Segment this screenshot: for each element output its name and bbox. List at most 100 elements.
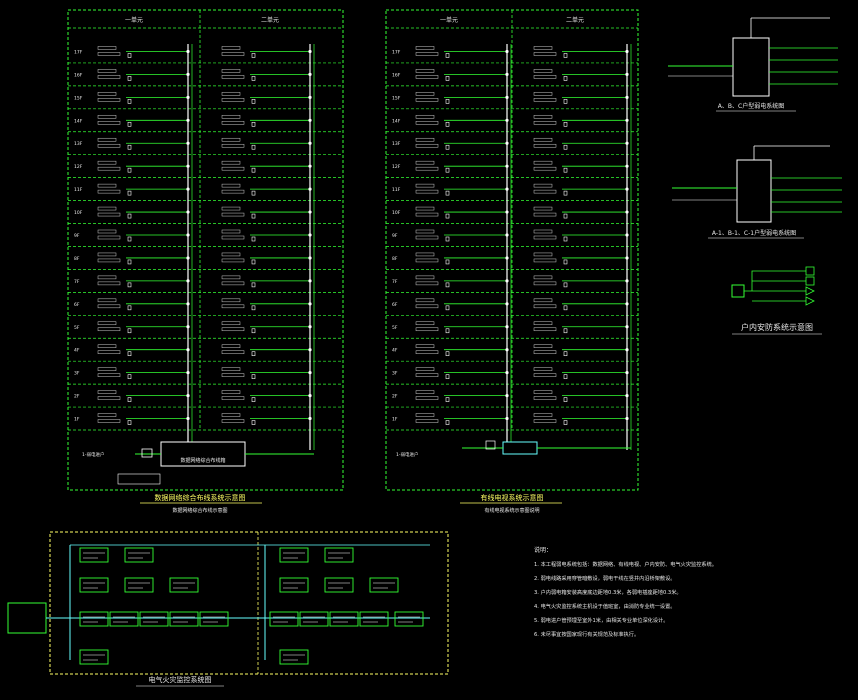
riser2-floor-label: 9F bbox=[392, 233, 398, 239]
riser2-device-tag-2 bbox=[415, 75, 439, 79]
riser2-device-tag-2 bbox=[533, 52, 557, 56]
riser2-floor-row: 14F bbox=[386, 115, 638, 133]
riser2-outlet-symbol bbox=[445, 305, 450, 311]
riser2-device-tag bbox=[533, 367, 553, 371]
household-abc1-weak-current-diagram: A-1、B-1、C-1户型弱电系统图 bbox=[672, 145, 842, 239]
riser1-device-tag bbox=[221, 115, 241, 119]
fire-module-box bbox=[79, 611, 109, 627]
riser2-floor-row: 6F bbox=[386, 298, 638, 316]
riser2-device-tag-2 bbox=[533, 143, 557, 148]
riser2-outlet-symbol bbox=[563, 351, 568, 357]
riser2-floor-label: 8F bbox=[392, 256, 398, 262]
riser1-outlet-symbol bbox=[251, 305, 256, 311]
riser1-device-tag-2 bbox=[221, 304, 245, 309]
riser1-device-tag-2 bbox=[97, 166, 121, 171]
riser1-floor-row: 13F bbox=[68, 137, 343, 156]
riser1-outlet-symbol bbox=[127, 282, 132, 288]
riser2-device-tag-2 bbox=[533, 327, 557, 332]
riser1-floor-row: 16F bbox=[68, 69, 343, 87]
design-notes: 说明： 1. 本工程弱电系统包括：数据网络、有线电视、户内安防、电气火灾监控系统… bbox=[534, 546, 717, 638]
fire-module-box bbox=[124, 577, 154, 593]
fire-module bbox=[79, 577, 109, 593]
riser2-device-tag bbox=[415, 321, 435, 326]
riser1-floor-label: 1F bbox=[74, 417, 80, 423]
fire-module bbox=[359, 611, 389, 627]
riser2-outlet-symbol bbox=[445, 144, 450, 150]
riser1-device-tag-2 bbox=[221, 212, 245, 217]
riser1-outlet-symbol bbox=[127, 305, 132, 311]
riser2-device-tag bbox=[533, 413, 553, 417]
riser1-device-tag bbox=[97, 344, 117, 348]
riser2-device-tag bbox=[533, 69, 553, 73]
riser1-device-tag-2 bbox=[97, 143, 121, 148]
riser2-outlet-symbol bbox=[563, 53, 568, 58]
riser2-outlet-symbol bbox=[563, 167, 568, 173]
riser1-device-tag bbox=[97, 252, 117, 257]
riser2-device-tag bbox=[533, 390, 553, 394]
riser1-outlet-symbol bbox=[251, 374, 256, 379]
riser2-outlet-symbol bbox=[563, 99, 568, 104]
riser2-device-tag-2 bbox=[415, 304, 439, 309]
riser2-entry-note: 1-弱电进户 bbox=[396, 451, 419, 458]
riser1-device-tag-2 bbox=[221, 75, 245, 79]
riser2-device-tag-2 bbox=[415, 166, 439, 171]
riser1-frame bbox=[67, 9, 344, 491]
riser1-device-tag bbox=[97, 183, 117, 188]
riser2-floor-row: 15F bbox=[386, 92, 638, 110]
riser2-outlet-symbol bbox=[563, 213, 568, 219]
riser2-device-tag bbox=[533, 252, 553, 257]
riser1-subtitle: 数据网络综合布线示意图 bbox=[172, 507, 227, 514]
riser1-outlet-symbol bbox=[251, 328, 256, 334]
notes-line-2: 2. 弱电线路采用穿管暗敷设，弱电干线在竖井内沿桥架敷设。 bbox=[534, 574, 675, 582]
riser2-floor-label: 13F bbox=[392, 141, 401, 147]
riser1-device-tag bbox=[97, 160, 117, 165]
riser1-floor-label: 10F bbox=[74, 210, 83, 216]
riser2-device-tag-2 bbox=[415, 396, 439, 400]
riser1-device-tag-2 bbox=[97, 396, 121, 400]
riser2-floor-row: 12F bbox=[386, 160, 638, 178]
riser1-floor-label: 8F bbox=[74, 256, 80, 262]
riser1-device-tag bbox=[97, 390, 117, 394]
riser1-floor-row: 7F bbox=[68, 275, 343, 293]
riser1-device-tag bbox=[97, 321, 117, 326]
riser2-outlet-symbol bbox=[445, 282, 450, 288]
riser1-col-a-label: 一单元 bbox=[125, 16, 143, 24]
riser1-device-tag-2 bbox=[221, 281, 245, 286]
fire-module bbox=[199, 611, 229, 627]
riser1-floor-row: 2F bbox=[68, 390, 343, 408]
riser2-device-tag bbox=[533, 160, 553, 165]
riser1-device-tag bbox=[97, 275, 117, 280]
riser1-outlet-symbol bbox=[251, 397, 256, 402]
riser2-outlet-symbol bbox=[445, 121, 450, 127]
fire-module-box bbox=[79, 649, 109, 665]
riser1-outlet-symbol bbox=[127, 397, 132, 402]
riser2-floor-label: 14F bbox=[392, 118, 401, 124]
notes-heading: 说明： bbox=[534, 546, 552, 554]
riser1-device-tag bbox=[221, 69, 241, 73]
fire-module bbox=[324, 547, 354, 563]
riser1-device-tag-2 bbox=[221, 327, 245, 332]
riser1-outlet-symbol bbox=[251, 236, 256, 242]
riser1-device-tag bbox=[221, 252, 241, 257]
riser1-device-tag-2 bbox=[221, 189, 245, 194]
electrical-fire-monitoring-diagram: 电气火灾监控系统图 bbox=[7, 531, 449, 687]
fire-module-box bbox=[324, 577, 354, 593]
security-wiring bbox=[744, 270, 806, 302]
fire-module bbox=[79, 649, 109, 665]
riser2-device-tag-2 bbox=[533, 258, 557, 263]
riser2-outlet-symbol bbox=[445, 374, 450, 379]
riser1-device-tag-2 bbox=[97, 75, 121, 79]
riser2-device-tag bbox=[415, 46, 435, 50]
fire-module-box bbox=[324, 547, 354, 563]
riser1-device-tag bbox=[221, 46, 241, 50]
riser2-outlet-symbol bbox=[445, 213, 450, 219]
riser2-device-tag bbox=[415, 298, 435, 303]
notes-line-3: 3. 户内弱电箱安装高度底边距地0.3米，各弱电插座距地0.3米。 bbox=[534, 588, 682, 596]
household-abc-title: A、B、C户型弱电系统图 bbox=[718, 102, 784, 110]
riser2-device-tag bbox=[415, 92, 435, 96]
fire-module-box bbox=[394, 611, 424, 627]
riser1-floor-label: 14F bbox=[74, 118, 83, 124]
riser1-floor-row: 10F bbox=[68, 206, 343, 224]
riser1-device-tag-2 bbox=[97, 98, 121, 102]
